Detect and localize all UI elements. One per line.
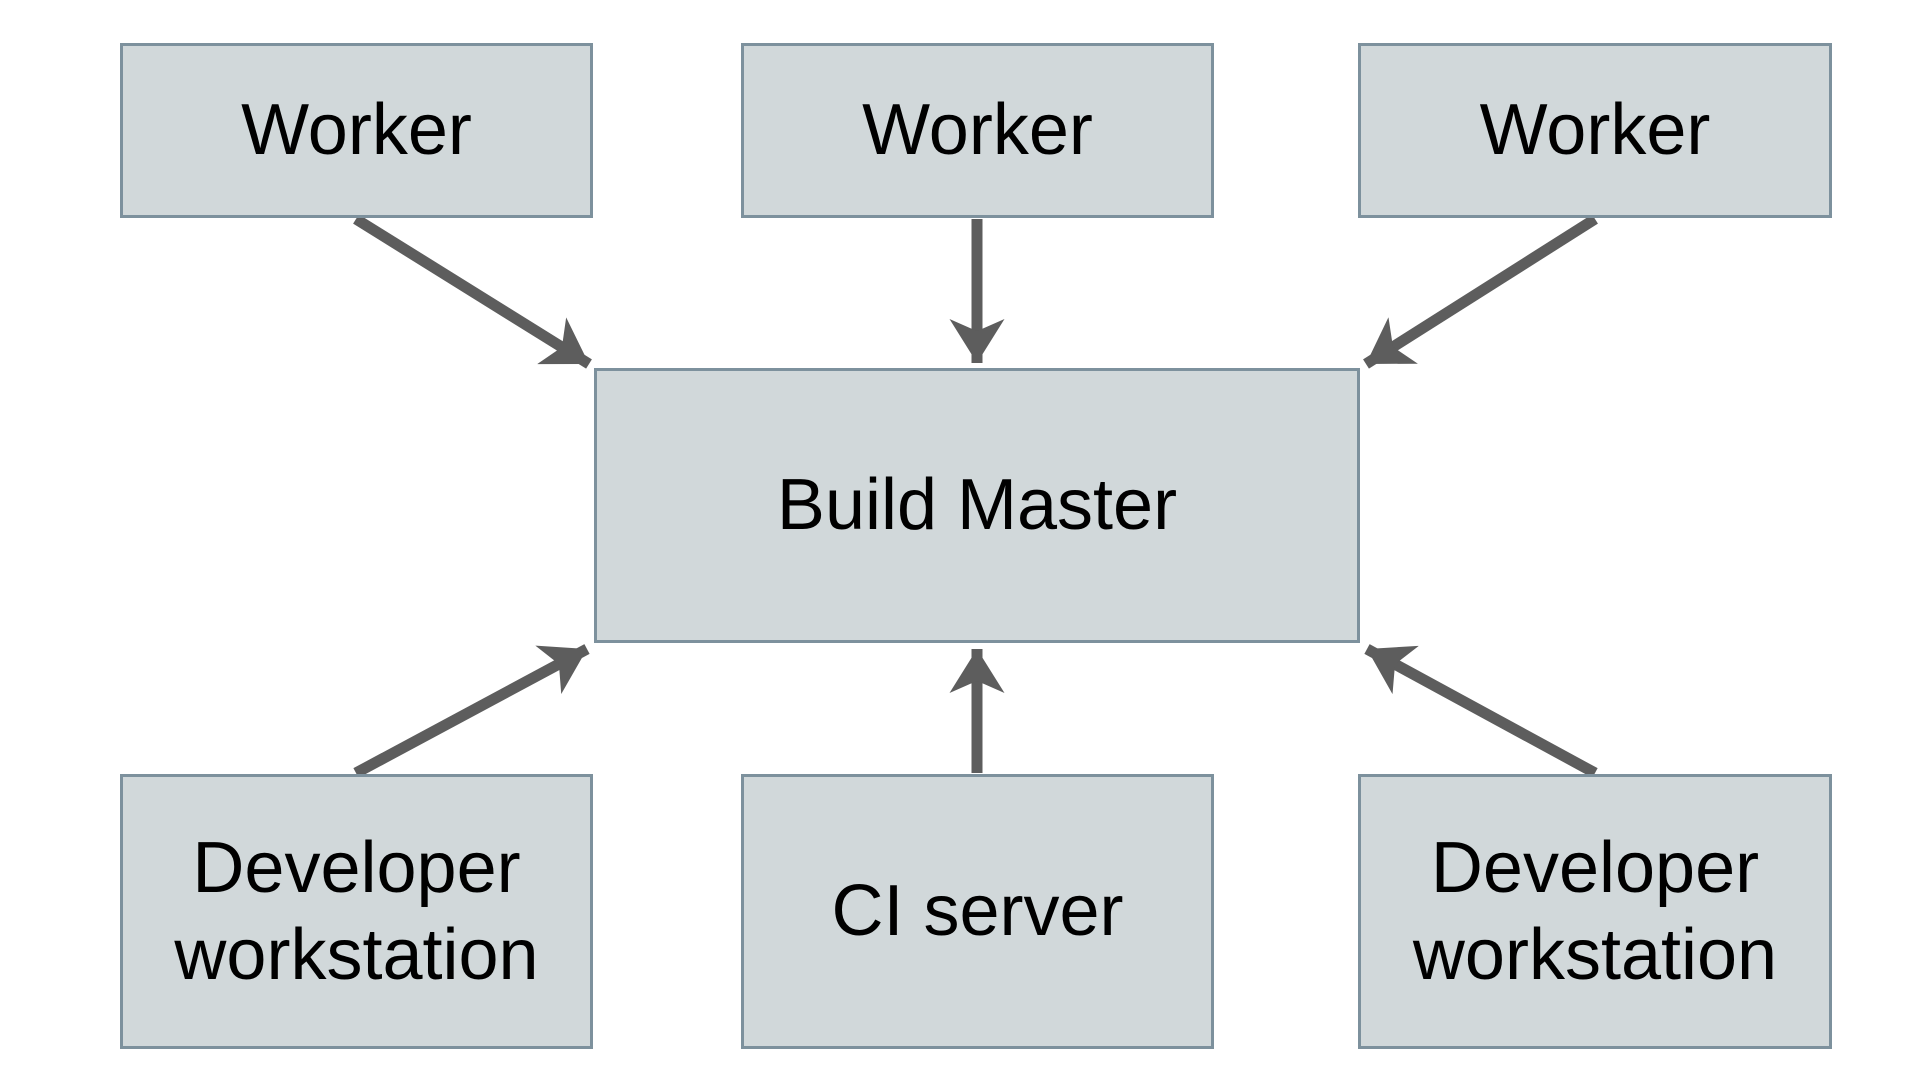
node-build-master: Build Master bbox=[594, 368, 1360, 643]
node-worker-2-label: Worker bbox=[862, 90, 1093, 171]
node-developer-workstation-left: Developer workstation bbox=[120, 774, 593, 1049]
node-worker-1-label: Worker bbox=[241, 90, 472, 171]
arrow-worker1-to-buildmaster bbox=[353, 214, 592, 369]
arrow-devleft-to-buildmaster bbox=[353, 644, 590, 778]
node-developer-workstation-right-label: Developer workstation bbox=[1412, 828, 1778, 995]
node-developer-workstation-left-label: Developer workstation bbox=[174, 828, 539, 995]
node-build-master-label: Build Master bbox=[776, 465, 1178, 546]
node-worker-3: Worker bbox=[1358, 43, 1832, 218]
arrow-devright-to-buildmaster bbox=[1364, 644, 1598, 778]
node-worker-3-label: Worker bbox=[1479, 90, 1711, 171]
node-worker-2: Worker bbox=[741, 43, 1214, 218]
node-ci-server-label: CI server bbox=[831, 871, 1124, 952]
node-developer-workstation-right: Developer workstation bbox=[1358, 774, 1832, 1049]
node-ci-server: CI server bbox=[741, 774, 1214, 1049]
arrow-worker3-to-buildmaster bbox=[1363, 214, 1598, 369]
node-worker-1: Worker bbox=[120, 43, 593, 218]
